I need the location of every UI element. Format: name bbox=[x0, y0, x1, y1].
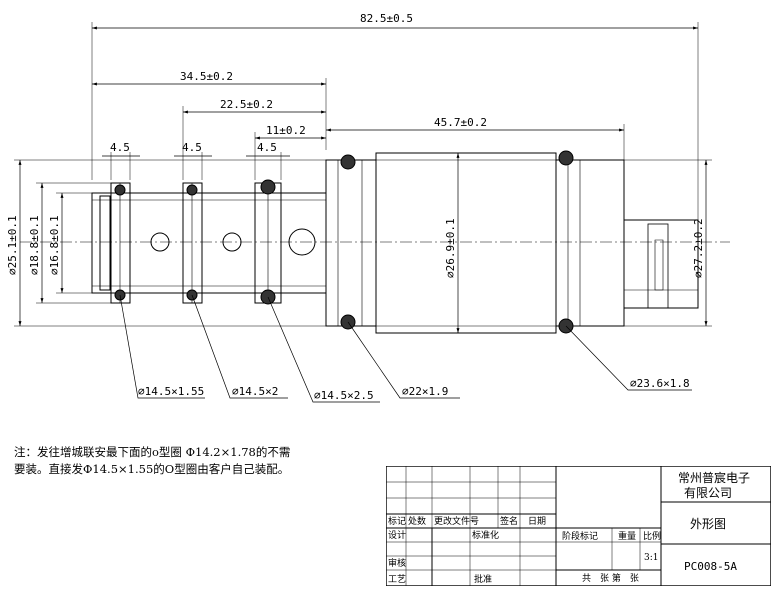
dim-34: 34.5±0.2 bbox=[180, 70, 233, 83]
tb-change: 更改文件号 bbox=[434, 515, 479, 527]
tb-approve: 批准 bbox=[474, 573, 492, 585]
tb-company-2: 有限公司 bbox=[684, 486, 732, 500]
note-line-2: 要装。直接发Φ14.5×1.55的O型圈由客户自己装配。 bbox=[14, 462, 290, 476]
note-line-1: 注：发往增城联安最下面的o型圈 Φ14.2×1.78的不需 bbox=[14, 445, 291, 459]
groove-1 bbox=[110, 182, 131, 304]
port-hole-3 bbox=[288, 228, 316, 256]
tb-process: 工艺 bbox=[388, 574, 406, 585]
tb-count: 处数 bbox=[408, 515, 426, 527]
tb-sheets: 共 张 第 张 bbox=[582, 572, 639, 584]
dim-45: 45.7±0.2 bbox=[434, 116, 487, 129]
groove-2 bbox=[182, 182, 203, 304]
tb-stage: 阶段标记 bbox=[562, 530, 598, 542]
dim-dia-16: ⌀16.8±0.1 bbox=[48, 215, 61, 275]
o-ring-5-top bbox=[558, 150, 574, 166]
o-ring-4-top bbox=[340, 154, 356, 170]
tb-company-1: 常州普宸电子 bbox=[678, 470, 750, 485]
body-left bbox=[91, 192, 327, 294]
tb-date: 日期 bbox=[528, 516, 546, 527]
tb-mark: 标记 bbox=[388, 515, 406, 527]
port-hole-1 bbox=[150, 232, 170, 252]
body-right bbox=[555, 159, 625, 327]
callout-oring-5: ⌀23.6×1.8 bbox=[630, 377, 690, 390]
callout-oring-1: ⌀14.5×1.55 bbox=[138, 385, 204, 398]
o-ring-2-top bbox=[186, 184, 198, 196]
dim-dia-27: ⌀27.2±0.2 bbox=[692, 218, 705, 278]
tb-sign: 签名 bbox=[500, 515, 518, 527]
tb-design: 设计 bbox=[388, 529, 406, 541]
assembly-note: 注：发往增城联安最下面的o型圈 Φ14.2×1.78的不需 要装。直接发Φ14.… bbox=[14, 444, 314, 478]
o-ring-3-top bbox=[260, 179, 276, 195]
tb-scale: 3:1 bbox=[644, 553, 658, 563]
tb-drawing-no: PC008-5A bbox=[684, 560, 737, 573]
body-main bbox=[375, 152, 557, 334]
dim-overall: 82.5±0.5 bbox=[360, 12, 413, 25]
tb-standard: 标准化 bbox=[472, 529, 499, 541]
callout-oring-2: ⌀14.5×2 bbox=[232, 385, 278, 398]
dim-dia-25: ⌀25.1±0.1 bbox=[6, 215, 19, 275]
end-cap-left bbox=[99, 195, 111, 291]
tb-review: 审核 bbox=[388, 557, 406, 569]
tb-weight: 重量 bbox=[618, 530, 636, 542]
dim-groove-2: 4.5 bbox=[182, 141, 202, 154]
port-hole-2 bbox=[222, 232, 242, 252]
dim-dia-26: ⌀26.9±0.1 bbox=[444, 218, 457, 278]
dim-groove-1: 4.5 bbox=[110, 141, 130, 154]
o-ring-1-top bbox=[114, 184, 126, 196]
title-block: 标记 处数 更改文件号 签名 日期 设计 标准化 审核 工艺 批准 阶段标记 重… bbox=[386, 466, 771, 586]
tb-drawing-name: 外形图 bbox=[690, 517, 726, 531]
dim-11: 11±0.2 bbox=[266, 124, 306, 137]
callout-oring-4: ⌀22×1.9 bbox=[402, 385, 448, 398]
flange-middle bbox=[325, 159, 377, 327]
connector bbox=[623, 219, 699, 309]
dim-groove-3: 4.5 bbox=[257, 141, 277, 154]
tb-ratio: 比例 bbox=[643, 530, 661, 542]
dim-22: 22.5±0.2 bbox=[220, 98, 273, 111]
dim-dia-18: ⌀18.8±0.1 bbox=[28, 215, 41, 275]
callout-oring-3: ⌀14.5×2.5 bbox=[314, 389, 374, 402]
